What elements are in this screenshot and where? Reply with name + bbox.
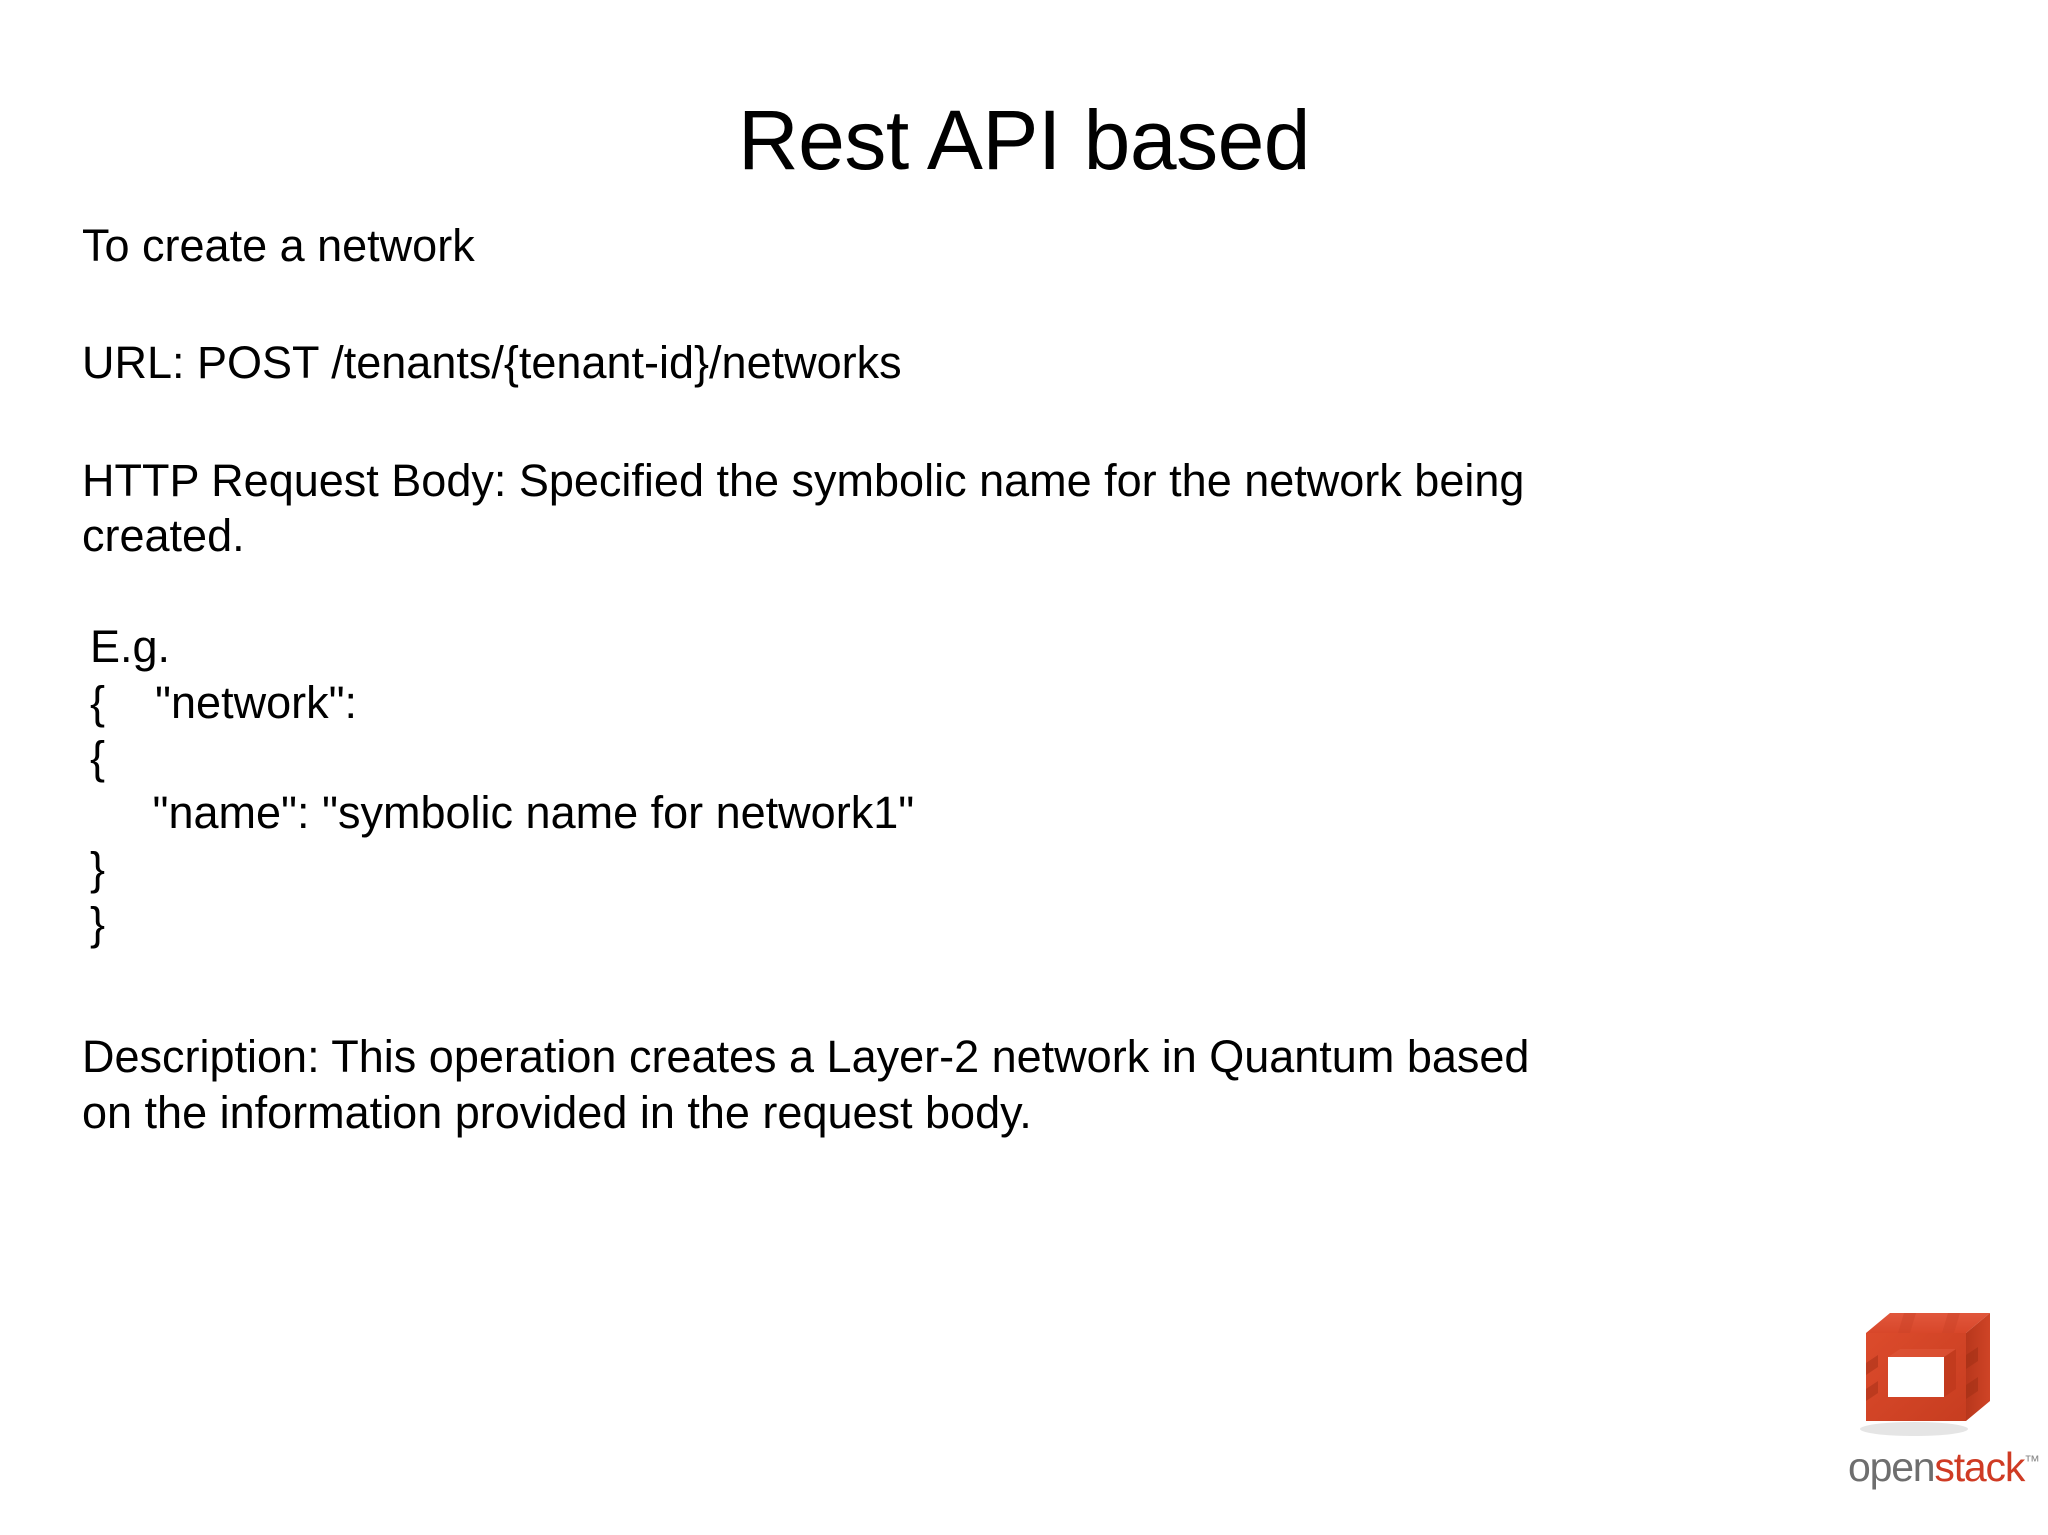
url-line: URL: POST /tenants/{tenant-id}/networks: [82, 337, 902, 389]
example-code-line: {: [90, 732, 106, 784]
description-text: Description: This operation creates a La…: [82, 1031, 1530, 1138]
wordmark-open: open: [1848, 1444, 1936, 1490]
spacer-after-request-body: [82, 563, 1982, 619]
example-code-line: }: [90, 842, 106, 894]
spacer-after-example: [82, 951, 1982, 1029]
spacer-after-url: [82, 391, 1982, 453]
trademark-symbol: ™: [2024, 1453, 2041, 1471]
slide-body: To create a network URL: POST /tenants/{…: [82, 218, 1982, 1140]
example-code-line: "name": "symbolic name for network1": [90, 787, 915, 839]
example-label: E.g.: [90, 621, 171, 673]
openstack-wordmark: openstack™: [1848, 1444, 2040, 1490]
wordmark-stack: stack: [1934, 1444, 2025, 1490]
example-code-line: }: [90, 898, 106, 950]
json-example-block: E.g. { "network": { "name": "symbolic na…: [90, 619, 1982, 951]
spacer-after-intro: [82, 273, 1982, 335]
request-body-text: HTTP Request Body: Specified the symboli…: [82, 454, 1525, 562]
page-title: Rest API based: [737, 93, 1311, 187]
example-code-line: { "network":: [90, 676, 358, 728]
intro-text: To create a network: [82, 220, 475, 271]
openstack-logo: openstack™: [1846, 1305, 2040, 1521]
openstack-cube-icon: [1852, 1305, 2002, 1445]
